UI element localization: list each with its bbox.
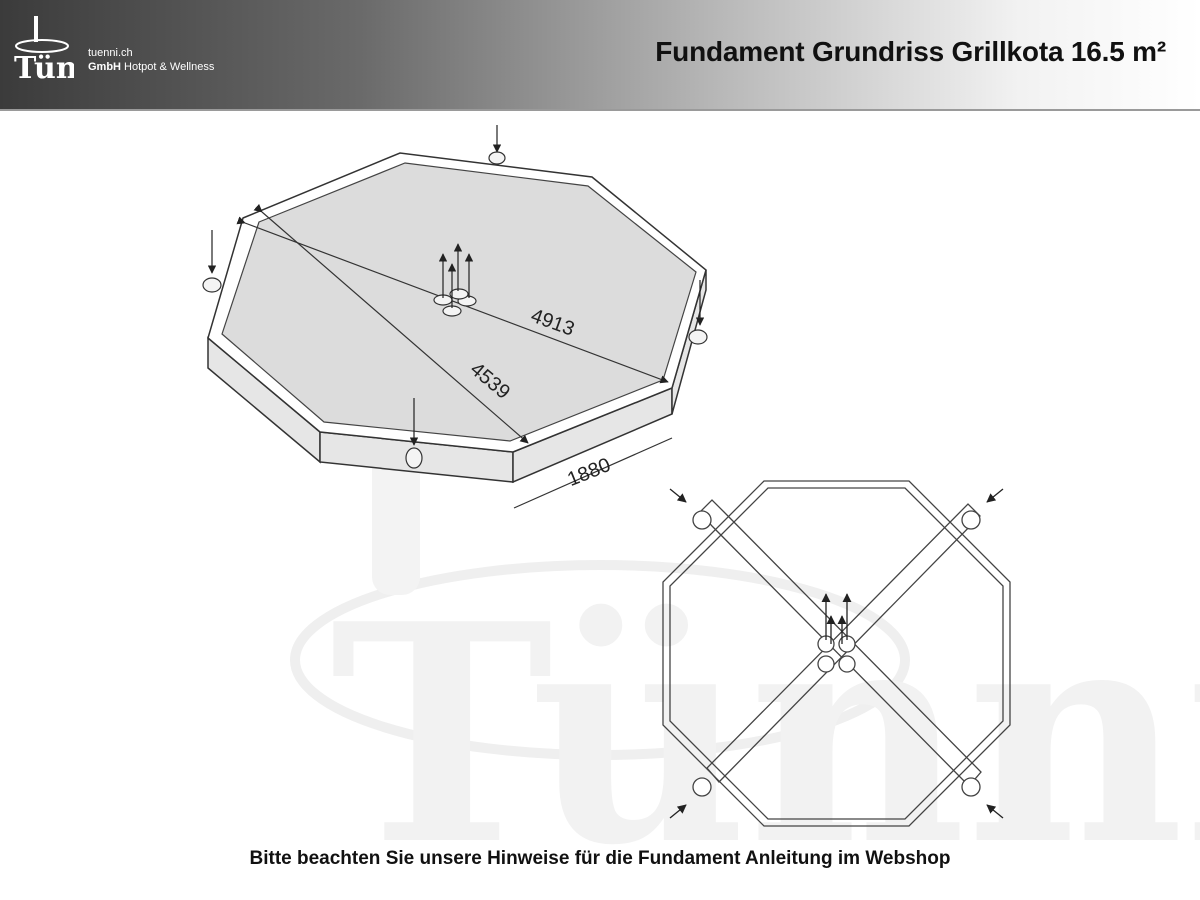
side-length-label: 1880 (564, 454, 614, 491)
logo-tagline-bold: GmbH (88, 61, 121, 73)
footer-note: Bitte beachten Sie unsere Hinweise für d… (249, 848, 951, 869)
side-length-line (513, 437, 673, 509)
hot-tub-logo-icon: Tünni (14, 16, 74, 86)
company-logo[interactable]: Tünni tuenni.ch GmbH Hotpot & Wellness (12, 16, 214, 92)
logo-domain: tuenni.ch (88, 47, 133, 59)
anchor-points (202, 125, 708, 469)
logo-tagline: GmbH Hotpot & Wellness (88, 61, 214, 73)
svg-text:Tünni: Tünni (330, 558, 1200, 900)
header-bar: Tünni tuenni.ch GmbH Hotpot & Wellness F… (0, 0, 1200, 111)
svg-text:Tünni: Tünni (14, 51, 74, 86)
logo-tagline-rest: Hotpot & Wellness (121, 61, 215, 73)
watermark-logo: Tünni (290, 185, 1200, 900)
page-title: Fundament Grundriss Grillkota 16.5 m² (655, 36, 1166, 67)
top-view-plan (662, 480, 1011, 827)
foundation-drawing: Tünni 4913 4539 1880 (202, 125, 1200, 900)
isometric-platform: 4913 4539 1880 (202, 125, 708, 509)
diagonal-short-line (253, 203, 529, 444)
